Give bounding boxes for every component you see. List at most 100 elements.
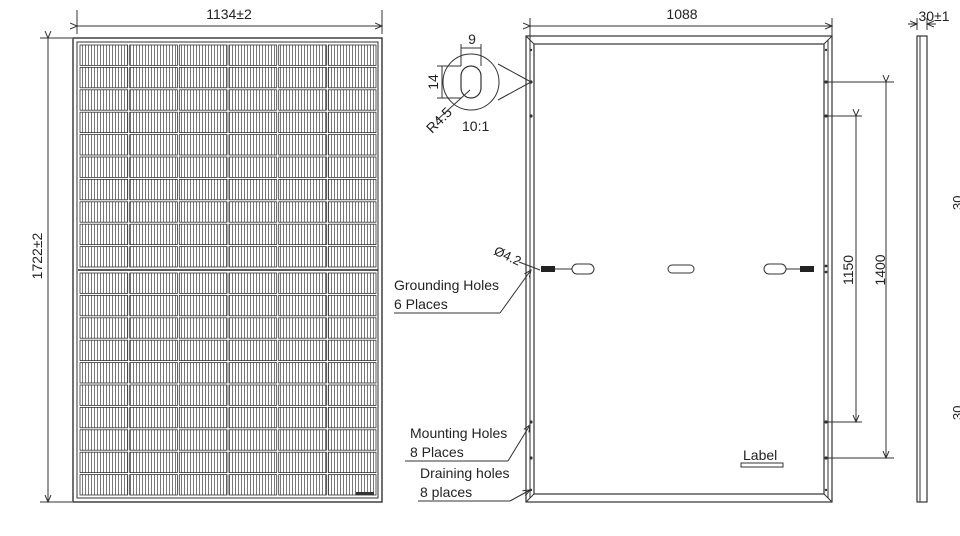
solar-cell bbox=[129, 246, 178, 268]
side-view: 30±1 30 30 bbox=[908, 8, 960, 503]
solar-cell bbox=[129, 111, 178, 133]
solar-cell bbox=[228, 67, 278, 89]
solar-cell bbox=[178, 429, 228, 451]
solar-cell bbox=[278, 201, 327, 223]
solar-cell bbox=[178, 246, 228, 268]
solar-cell bbox=[327, 362, 377, 384]
solar-cell bbox=[228, 474, 278, 496]
solar-cell bbox=[228, 429, 278, 451]
solar-cell bbox=[327, 201, 377, 223]
solar-cell bbox=[327, 474, 377, 496]
solar-cell bbox=[79, 67, 129, 89]
solar-cell bbox=[79, 178, 129, 201]
solar-cell bbox=[278, 429, 327, 451]
side-profile bbox=[916, 35, 928, 503]
solar-cell bbox=[129, 223, 178, 245]
back-width-label: 1088 bbox=[666, 6, 697, 22]
solar-cell bbox=[129, 474, 178, 496]
label-plate bbox=[740, 462, 784, 468]
solar-cell bbox=[278, 223, 327, 245]
solar-cell bbox=[178, 44, 228, 66]
solar-cell bbox=[228, 246, 278, 268]
solar-cell bbox=[129, 134, 178, 156]
detail-radius-label: R4.5 bbox=[423, 104, 455, 136]
solar-cell bbox=[79, 406, 129, 429]
solar-cell bbox=[79, 89, 129, 111]
solar-cell bbox=[278, 317, 327, 339]
solar-cell bbox=[228, 451, 278, 474]
detail-dim-14: 14 bbox=[425, 74, 441, 90]
solar-cell bbox=[327, 272, 377, 294]
solar-cell bbox=[278, 156, 327, 178]
draining-holes-label: Draining holes bbox=[420, 465, 510, 481]
solar-cell bbox=[178, 156, 228, 178]
solar-cell bbox=[178, 89, 228, 111]
solar-cell bbox=[278, 294, 327, 317]
solar-cell bbox=[327, 429, 377, 451]
solar-cell bbox=[79, 429, 129, 451]
mounting-places-label: 8 Places bbox=[410, 444, 464, 460]
front-width-label: 1134±2 bbox=[206, 6, 252, 22]
solar-cell bbox=[79, 294, 129, 317]
back-frame-inner bbox=[533, 43, 825, 495]
solar-cell bbox=[178, 178, 228, 201]
solar-cell bbox=[278, 384, 327, 406]
solar-cell bbox=[228, 294, 278, 317]
solar-cell bbox=[79, 44, 129, 66]
back-view: 1088 bbox=[394, 6, 894, 503]
mounting-holes-label: Mounting Holes bbox=[410, 425, 507, 441]
solar-cell bbox=[129, 406, 178, 429]
grounding-holes-label: Grounding Holes bbox=[394, 277, 499, 293]
solar-cell bbox=[79, 362, 129, 384]
solar-cell bbox=[327, 246, 377, 268]
solar-cell bbox=[327, 223, 377, 245]
solar-cell bbox=[228, 339, 278, 362]
solar-cell bbox=[178, 362, 228, 384]
solar-cell bbox=[178, 474, 228, 496]
solar-cell bbox=[327, 67, 377, 89]
solar-cell bbox=[178, 134, 228, 156]
solar-cell bbox=[278, 246, 327, 268]
solar-cell bbox=[178, 317, 228, 339]
solar-cell bbox=[79, 339, 129, 362]
solar-cell bbox=[178, 67, 228, 89]
solar-cell bbox=[278, 134, 327, 156]
solar-cell bbox=[129, 272, 178, 294]
solar-cell bbox=[278, 178, 327, 201]
solar-cell bbox=[178, 451, 228, 474]
cell-grid bbox=[79, 44, 377, 496]
solar-cell bbox=[79, 272, 129, 294]
solar-cell bbox=[178, 111, 228, 133]
solar-cell bbox=[278, 111, 327, 133]
solar-cell bbox=[228, 134, 278, 156]
solar-cell bbox=[327, 294, 377, 317]
solar-cell bbox=[228, 384, 278, 406]
front-height-label: 1722±2 bbox=[29, 232, 45, 279]
solar-cell bbox=[327, 406, 377, 429]
right-holes bbox=[824, 48, 828, 492]
solar-cell bbox=[79, 134, 129, 156]
grounding-places-label: 6 Places bbox=[394, 296, 448, 312]
solar-cell bbox=[178, 223, 228, 245]
solar-cell bbox=[327, 44, 377, 66]
solar-cell bbox=[278, 67, 327, 89]
solar-cell bbox=[327, 111, 377, 133]
solar-cell bbox=[228, 317, 278, 339]
solar-cell bbox=[278, 44, 327, 66]
solar-cell bbox=[278, 362, 327, 384]
solar-cell bbox=[228, 201, 278, 223]
draining-places-label: 8 places bbox=[420, 484, 472, 500]
solar-cell bbox=[129, 178, 178, 201]
solar-cell bbox=[327, 89, 377, 111]
detail-dim-9: 9 bbox=[468, 31, 476, 47]
solar-cell bbox=[129, 451, 178, 474]
solar-cell bbox=[228, 223, 278, 245]
solar-cell bbox=[129, 384, 178, 406]
solar-cell bbox=[178, 294, 228, 317]
solar-cell bbox=[327, 339, 377, 362]
solar-cell bbox=[327, 317, 377, 339]
solar-cell bbox=[79, 317, 129, 339]
solar-cell bbox=[79, 223, 129, 245]
solar-cell bbox=[327, 156, 377, 178]
solar-cell bbox=[228, 272, 278, 294]
